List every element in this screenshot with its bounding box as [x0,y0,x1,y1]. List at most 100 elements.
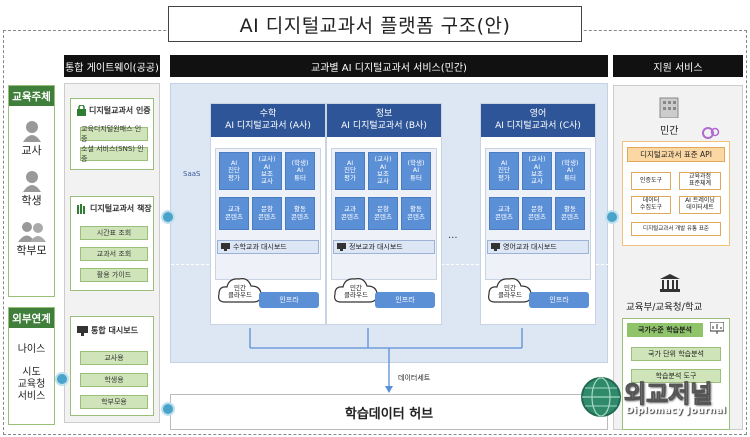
edu-actors-panel: 교육주체 교사 학생 학부모 [8,85,55,297]
sync-icon [161,210,175,224]
monitor-icon [337,243,346,251]
bookshelf-title: 디지털교과서 책장 [90,204,152,213]
auth-section: 디지털교과서 인증 교육디지털원패스 인증 소셜 서비스(SNS) 인증 [70,98,154,170]
bookshelf-heading: 디지털교과서 책장 [77,203,153,214]
ai-training-box: AI 트레이닝 데이터세트 [679,196,721,214]
ai-module[interactable]: (학생) AI 튜터 [285,152,315,190]
subject-dashboard[interactable]: 수학교과 대시보드 [217,240,319,254]
subject-name: 정보 [375,109,393,120]
textbook-lookup-button[interactable]: 교과서 조회 [80,247,148,261]
timetable-button[interactable]: 시간표 조회 [80,226,148,240]
gateway-header: 통합 게이트웨이(공공) [64,55,160,77]
connector-lines [249,328,523,393]
dashboard-heading: 통합 대시보드 [77,325,153,336]
subject-title: 영어 AI 디지털교과서 (C사) [481,104,595,137]
parent-label: 학부모 [16,244,47,257]
bookshelf-section: 디지털교과서 책장 시간표 조회 교과서 조회 활용 가이드 [70,196,154,291]
analysis-title: 국가수준 학습분석 [627,323,703,337]
watermark-subtitle: Diplomacy Journal [626,406,727,416]
dashboard-title: 통합 대시보드 [91,326,138,335]
ellipsis: ... [448,230,458,241]
guide-button[interactable]: 활용 가이드 [80,268,148,282]
dashboard-label: 정보교과 대시보드 [349,243,403,251]
parent-dashboard-button[interactable]: 학부모용 [80,395,148,409]
subject-provider: AI 디지털교과서 (B사) [341,120,427,131]
ai-module[interactable]: AI 진단 평가 [489,152,519,190]
subject-title: 수학 AI 디지털교과서 (A사) [211,104,325,137]
external-heading: 외부연계 [9,308,54,328]
subject-dashboard[interactable]: 영어교과 대시보드 [487,240,589,254]
national-analysis-item: 국가 단위 학습분석 [631,347,721,361]
teacher-icon [22,121,41,142]
content-module[interactable]: 교과 콘텐츠 [219,197,249,230]
ai-module[interactable]: (학생) AI 튜터 [401,152,431,190]
infra-label: 인프라 [529,292,589,308]
bookshelf-icon [77,203,85,214]
provincial-service-label: 시도 교육청 서비스 [17,367,46,402]
globe-logo-icon [581,377,621,417]
student-icon [22,171,41,192]
dashboard-label: 수학교과 대시보드 [233,243,287,251]
analysis-box: 국가수준 학습분석 국가 단위 학습분석 학습분석 도구 [622,318,730,430]
ai-module[interactable]: AI 진단 평가 [219,152,249,190]
watermark: 외교저널 Diplomacy Journal [580,374,748,434]
content-module[interactable]: 교과 콘텐츠 [335,197,365,230]
subject-provider: AI 디지털교과서 (C사) [495,120,581,131]
ai-module[interactable]: AI 진단 평가 [335,152,365,190]
dev-standard-box: 디지털교과서 개발 유통 표준 [631,222,721,236]
monitor-icon [77,325,88,336]
monitor-icon [491,243,500,251]
ai-module[interactable]: (교사) AI 보조 교사 [522,152,552,190]
curriculum-standard-box: 교육과정 표준체계 [679,172,721,190]
cloud-label: 민간 클라우드 [498,284,522,300]
infra-label: 인프라 [375,292,435,308]
content-module[interactable]: 활동 콘텐츠 [285,197,315,230]
learning-data-hub: 학습데이터 허브 [170,394,608,430]
student-dashboard-button[interactable]: 학생용 [80,373,148,387]
building-icon [659,97,679,118]
content-module[interactable]: 문항 콘텐츠 [522,197,552,230]
subject-services-header: 교과별 AI 디지털교과서 서비스(민간) [170,55,608,77]
saas-label: SaaS [183,170,201,178]
standard-api-box: 디지털교과서 표준 API 인증도구 교육과정 표준체계 데이터 수집도구 AI… [622,141,730,246]
content-module[interactable]: 문항 콘텐츠 [368,197,398,230]
private-label: 민간 [660,126,679,137]
monitor-icon [221,243,230,251]
external-panel: 외부연계 나이스 시도 교육청 서비스 [8,307,55,425]
parents-icon [17,222,46,242]
government-building-icon [660,274,680,292]
subject-name: 영어 [529,109,547,120]
sync-icon [605,210,619,224]
chart-board-icon [710,322,724,334]
student-label: 학생 [21,194,42,207]
content-module[interactable]: 문항 콘텐츠 [252,197,282,230]
sns-auth-button[interactable]: 소셜 서비스(SNS) 인증 [80,145,148,163]
edu-actors-heading: 교육주체 [9,86,54,106]
parent-actor: 학부모 [9,220,54,258]
api-title: 디지털교과서 표준 API [627,147,725,162]
ai-module[interactable]: (학생) AI 튜터 [555,152,585,190]
auth-title: 디지털교과서 인증 [89,106,151,115]
gears-icon [702,127,720,139]
teacher-label: 교사 [21,144,42,157]
gateway-panel: 디지털교과서 인증 교육디지털원패스 인증 소셜 서비스(SNS) 인증 디지털… [64,83,160,423]
ai-module[interactable]: (교사) AI 보조 교사 [252,152,282,190]
ministry-label: 교육부/교육청/학교 [626,302,703,313]
ai-module[interactable]: (교사) AI 보조 교사 [368,152,398,190]
subject-dashboard[interactable]: 정보교과 대시보드 [333,240,435,254]
onepass-auth-button[interactable]: 교육디지털원패스 인증 [80,125,148,143]
neis-label: 나이스 [17,344,46,355]
support-panel: 민간 디지털교과서 표준 API 인증도구 교육과정 표준체계 데이터 수집도구… [613,85,743,430]
content-module[interactable]: 활동 콘텐츠 [555,197,585,230]
sync-icon [55,372,69,386]
content-module[interactable]: 교과 콘텐츠 [489,197,519,230]
student-actor: 학생 [9,170,54,208]
teacher-actor: 교사 [9,120,54,158]
cloud-label: 민간 클라우드 [344,284,368,300]
content-module[interactable]: 활동 콘텐츠 [401,197,431,230]
teacher-dashboard-button[interactable]: 교사용 [80,351,148,365]
subject-title: 정보 AI 디지털교과서 (B사) [327,104,441,137]
